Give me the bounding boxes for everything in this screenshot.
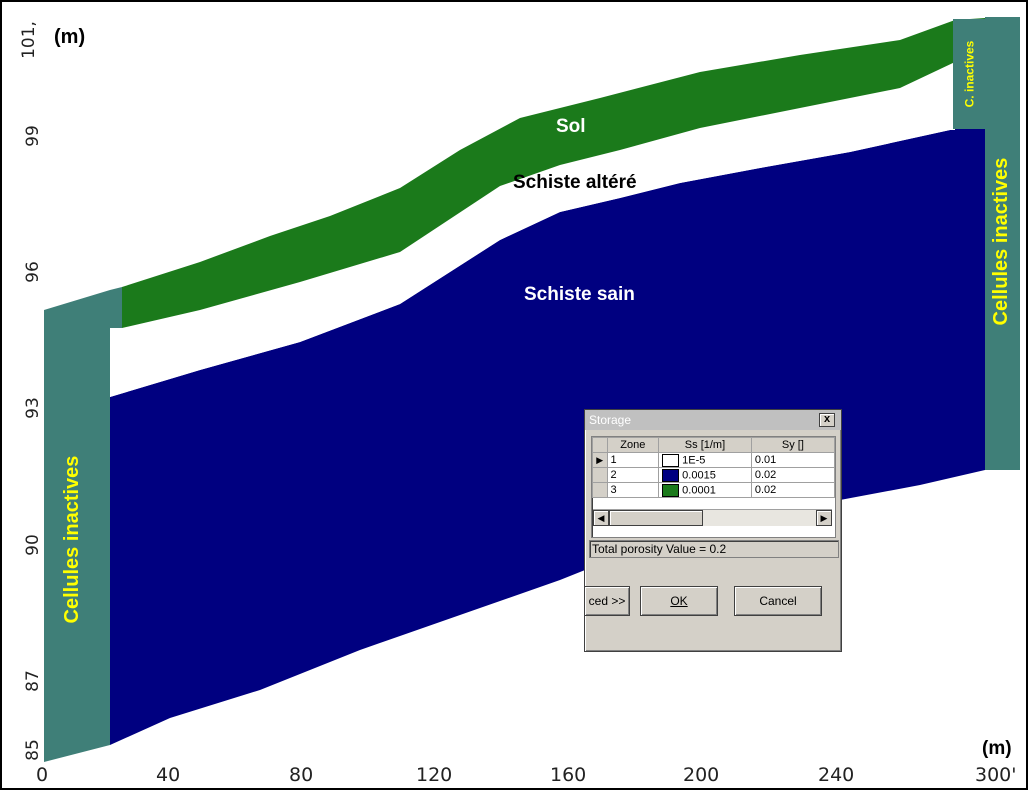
x-tick-80: 80 <box>289 764 314 786</box>
y-tick-87: 87 <box>22 670 43 692</box>
table-header-row: Zone Ss [1/m] Sy [] <box>592 437 835 453</box>
scroll-thumb[interactable] <box>609 510 703 526</box>
label-soil: Sol <box>556 116 586 137</box>
ok-button[interactable]: OK <box>640 586 718 616</box>
scroll-left-icon[interactable]: ◀ <box>593 510 609 526</box>
cancel-label: Cancel <box>759 594 797 608</box>
row-indicator-header <box>592 437 608 453</box>
y-tick-90: 90 <box>22 534 43 556</box>
cell-ss[interactable]: 0.0015 <box>658 467 752 483</box>
dialog-title: Storage <box>589 413 632 427</box>
row-indicator <box>592 467 608 483</box>
inactive-cells-left <box>44 287 122 762</box>
x-tick-40: 40 <box>156 764 181 786</box>
color-swatch[interactable] <box>662 483 680 497</box>
x-tick-200: 200 <box>683 764 720 786</box>
cell-ss[interactable]: 0.0001 <box>658 482 752 498</box>
cancel-button[interactable]: Cancel <box>734 586 822 616</box>
row-indicator <box>592 482 608 498</box>
table-row[interactable]: 3 0.0001 0.02 <box>592 482 835 498</box>
color-swatch[interactable] <box>662 453 680 467</box>
cell-sy[interactable]: 0.02 <box>750 482 835 498</box>
color-swatch[interactable] <box>662 468 680 482</box>
cell-zone[interactable]: 2 <box>606 467 660 483</box>
column-header-zone[interactable]: Zone <box>606 437 660 453</box>
label-sound-schist: Schiste sain <box>524 284 635 305</box>
cell-ss-value: 0.0015 <box>682 468 716 481</box>
y-tick-99: 99 <box>22 125 43 147</box>
y-tick-96: 96 <box>22 261 43 283</box>
label-inactive-right: Cellules inactives <box>990 157 1012 326</box>
scroll-right-icon[interactable]: ▶ <box>816 510 832 526</box>
cell-sy[interactable]: 0.01 <box>750 452 835 468</box>
close-icon[interactable]: x <box>819 413 835 427</box>
cell-ss-value: 0.0001 <box>682 483 716 496</box>
inactive-cells-right <box>985 17 1020 470</box>
y-tick-85: 85 <box>22 739 43 761</box>
label-weathered-schist: Schiste altéré <box>513 172 637 193</box>
storage-dialog[interactable]: Storage x Zone Ss [1/m] Sy [] ▶ 1 1E-5 0… <box>584 409 842 652</box>
table-row[interactable]: ▶ 1 1E-5 0.01 <box>592 452 835 468</box>
x-tick-300: 300' <box>975 764 1017 786</box>
zone-sound-schist <box>110 122 985 745</box>
ok-label: OK <box>670 594 688 608</box>
x-tick-0: 0 <box>36 764 49 786</box>
current-row-icon: ▶ <box>592 452 608 468</box>
y-tick-101: 101, <box>18 21 39 59</box>
cell-ss[interactable]: 1E-5 <box>658 452 752 468</box>
cell-zone[interactable]: 3 <box>606 482 660 498</box>
cell-zone[interactable]: 1 <box>606 452 660 468</box>
column-header-ss[interactable]: Ss [1/m] <box>658 437 752 453</box>
x-axis-unit: (m) <box>982 738 1012 759</box>
column-header-sy[interactable]: Sy [] <box>750 437 835 453</box>
label-inactive-left: Cellules inactives <box>61 455 83 624</box>
cell-sy[interactable]: 0.02 <box>750 467 835 483</box>
storage-table: Zone Ss [1/m] Sy [] ▶ 1 1E-5 0.01 2 0.00… <box>592 437 835 498</box>
y-tick-93: 93 <box>22 397 43 419</box>
x-tick-160: 160 <box>550 764 587 786</box>
storage-grid[interactable]: Zone Ss [1/m] Sy [] ▶ 1 1E-5 0.01 2 0.00… <box>591 436 836 538</box>
status-text: Total porosity Value = 0.2 <box>589 540 839 558</box>
advanced-button[interactable]: ced >> <box>585 586 630 616</box>
table-row[interactable]: 2 0.0015 0.02 <box>592 467 835 483</box>
x-tick-120: 120 <box>416 764 453 786</box>
label-inactive-top-right: C. inactives <box>962 40 977 108</box>
dialog-title-bar[interactable]: Storage x <box>585 410 841 430</box>
cell-ss-value: 1E-5 <box>682 453 706 466</box>
zone-weathered-schist <box>110 62 955 397</box>
inactive-cells-top-right <box>953 19 985 129</box>
zone-soil <box>122 18 985 328</box>
x-tick-240: 240 <box>818 764 855 786</box>
y-axis-unit: (m) <box>54 26 86 48</box>
horizontal-scrollbar[interactable]: ◀ ▶ <box>593 509 832 526</box>
